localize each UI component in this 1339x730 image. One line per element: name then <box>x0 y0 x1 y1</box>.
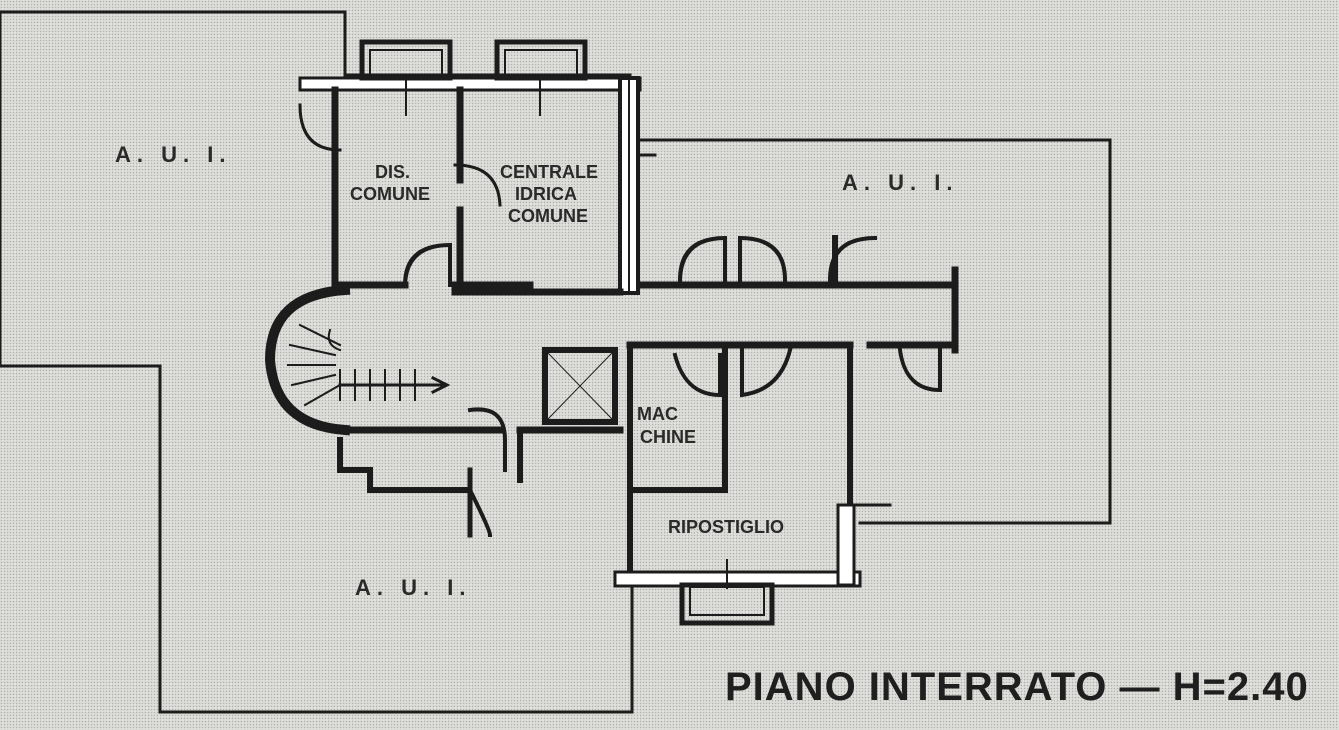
shaft-column-lower <box>836 503 856 587</box>
vestibule-wall <box>337 432 523 493</box>
label-aui-top-right: A. U. I. <box>842 170 958 195</box>
label-aui-bottom: A. U. I. <box>355 575 471 600</box>
corridor-door-arc-5 <box>740 347 793 398</box>
label-centrale-line2: IDRICA <box>515 184 577 204</box>
plan-title: PIANO INTERRATO — H=2.40 <box>725 665 1309 709</box>
label-centrale-line1: CENTRALE <box>500 162 598 182</box>
stair-curve-arrow <box>327 328 342 352</box>
door-top-left-arc <box>298 103 342 152</box>
light-well-left <box>359 39 453 81</box>
label-macchine-line2: CHINE <box>640 427 696 447</box>
top-wall-band <box>298 76 642 92</box>
label-aui-top-left: A. U. I. <box>115 142 231 167</box>
label-dis-line1: DIS. <box>375 162 410 182</box>
label-ripostiglio: RIPOSTIGLIO <box>668 517 784 537</box>
light-well-bottom <box>679 582 775 626</box>
label-macchine-line1: MAC <box>637 404 678 424</box>
elevator-shaft <box>542 347 618 425</box>
corridor-door-arc-1 <box>677 235 727 283</box>
stair-top-door <box>402 242 452 288</box>
elevator-diag-2 <box>547 352 613 420</box>
door-centrale-arc <box>453 163 502 207</box>
light-well-right <box>494 39 588 81</box>
stair-arrow <box>338 375 451 395</box>
label-centrale-line3: COMUNE <box>508 206 588 226</box>
corridor-door-arc-4 <box>672 352 722 398</box>
light-well-bottom-inner <box>689 586 765 616</box>
label-dis-line2: COMUNE <box>350 184 430 204</box>
aui-bottom-boundary <box>158 364 634 714</box>
corridor-door-arc-2 <box>738 235 788 283</box>
macchine-walls <box>627 342 728 578</box>
vestibule-door-arc-1 <box>467 407 507 472</box>
vestibule-door-arc-2 <box>467 487 493 538</box>
corridor-door-arc-6 <box>897 343 942 393</box>
stair-treads <box>287 323 416 407</box>
aui-right-boundary <box>638 138 1112 525</box>
aui-top-left-boundary <box>0 10 632 77</box>
aui-left-edge <box>0 10 162 368</box>
corridor-top-wall <box>451 281 959 349</box>
stair-enclosure <box>264 284 351 436</box>
corridor-door-arc-3 <box>827 235 878 283</box>
light-well-right-inner <box>504 49 578 79</box>
light-well-left-inner <box>369 49 443 79</box>
